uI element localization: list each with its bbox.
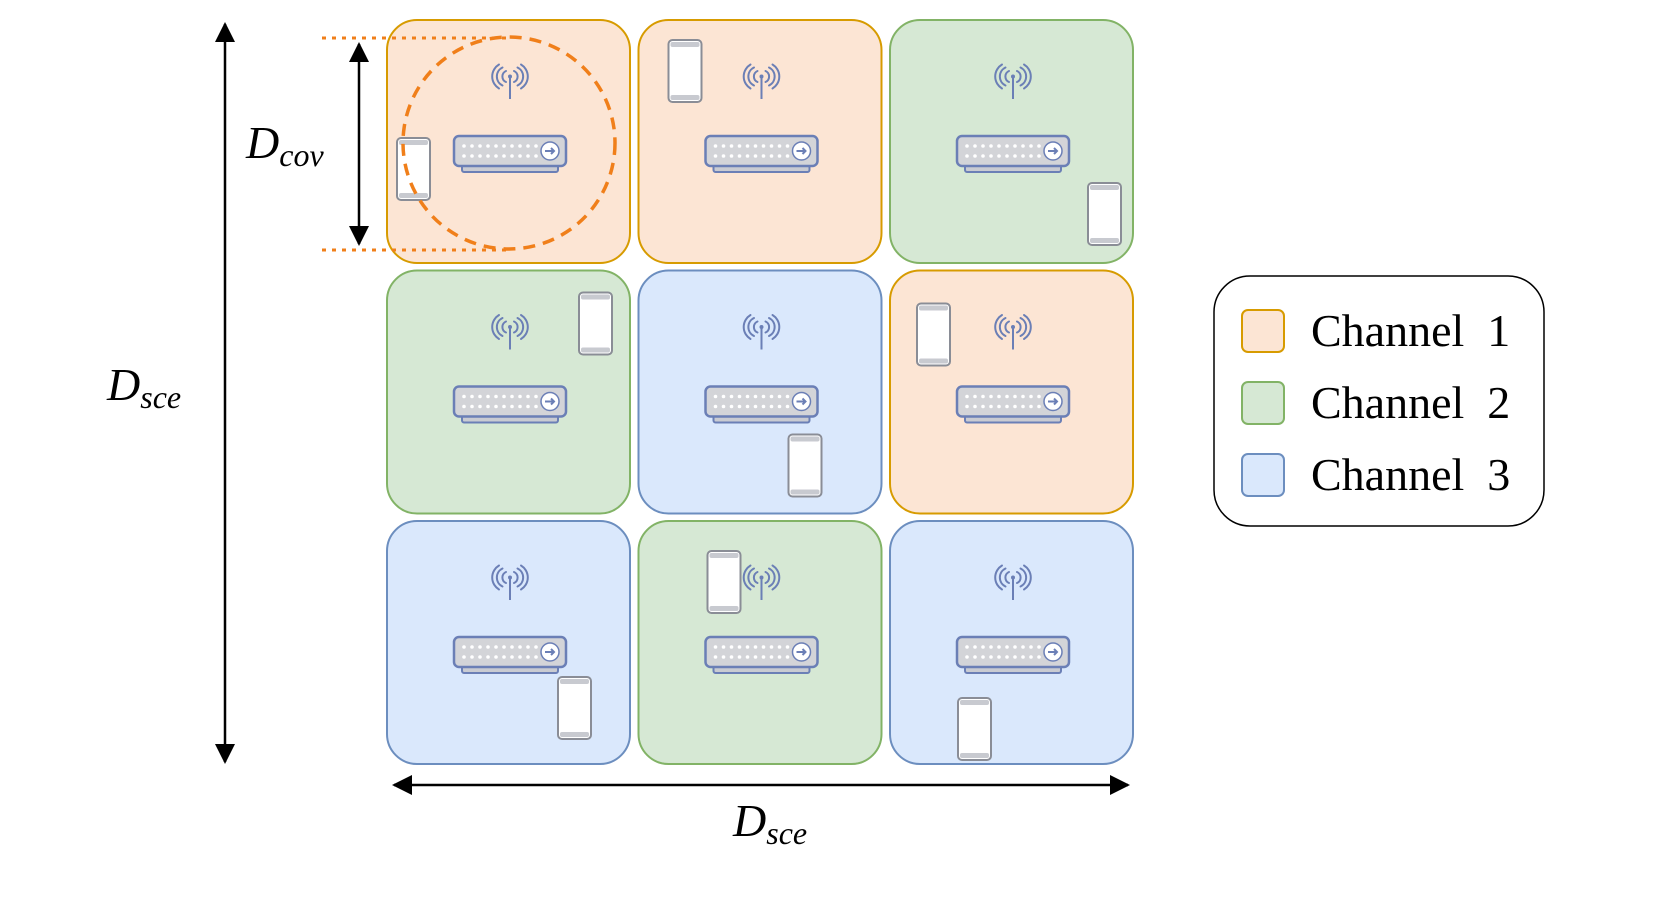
legend-box (1213, 275, 1545, 527)
smartphone-icon (667, 39, 703, 103)
cell-r2-c3 (889, 269, 1134, 515)
smartphone-icon (557, 676, 592, 740)
legend-swatch (1241, 453, 1285, 497)
coverage-label: Dcov (245, 117, 324, 173)
legend-label: Channel 2 (1311, 377, 1510, 428)
smartphone-icon (706, 550, 742, 614)
cell-r2-c2 (637, 269, 883, 515)
legend: Channel 1 Channel 2 Channel 3 (1213, 275, 1545, 527)
legend-label: Channel 1 (1311, 305, 1510, 356)
wifi-router-icon (452, 134, 568, 173)
cell-r1-c2 (637, 19, 883, 264)
legend-item-channel-1: Channel 1 (1241, 305, 1510, 356)
wifi-router-icon (704, 134, 819, 173)
wifi-router-icon (955, 134, 1071, 173)
wifi-router-icon (452, 385, 568, 424)
coverage-circle (401, 35, 617, 251)
smartphone-icon (578, 291, 613, 356)
scene-horizontal-label: Dsce (732, 795, 807, 851)
wifi-router-icon (704, 635, 819, 674)
wifi-router-icon (452, 635, 568, 674)
legend-swatch (1241, 309, 1285, 353)
scene-vertical-label: Dsce (106, 359, 181, 415)
cell-r2-c1 (386, 269, 631, 515)
smartphone-icon (957, 697, 992, 761)
legend-label: Channel 3 (1311, 449, 1510, 500)
wifi-router-icon (955, 385, 1071, 424)
smartphone-icon (1087, 182, 1122, 246)
legend-item-channel-3: Channel 3 (1241, 449, 1510, 500)
cell-r3-c1 (386, 520, 631, 765)
cell-r1-c3 (889, 19, 1134, 264)
wifi-router-icon (704, 385, 819, 424)
cell-r3-c3 (889, 520, 1134, 765)
legend-item-channel-2: Channel 2 (1241, 377, 1510, 428)
smartphone-icon (916, 302, 951, 367)
wifi-router-icon (955, 635, 1071, 674)
cell-grid (386, 19, 1134, 765)
cell-r3-c2 (637, 520, 883, 765)
smartphone-icon (787, 433, 823, 498)
cell-r1-c1 (386, 19, 631, 264)
legend-swatch (1241, 381, 1285, 425)
